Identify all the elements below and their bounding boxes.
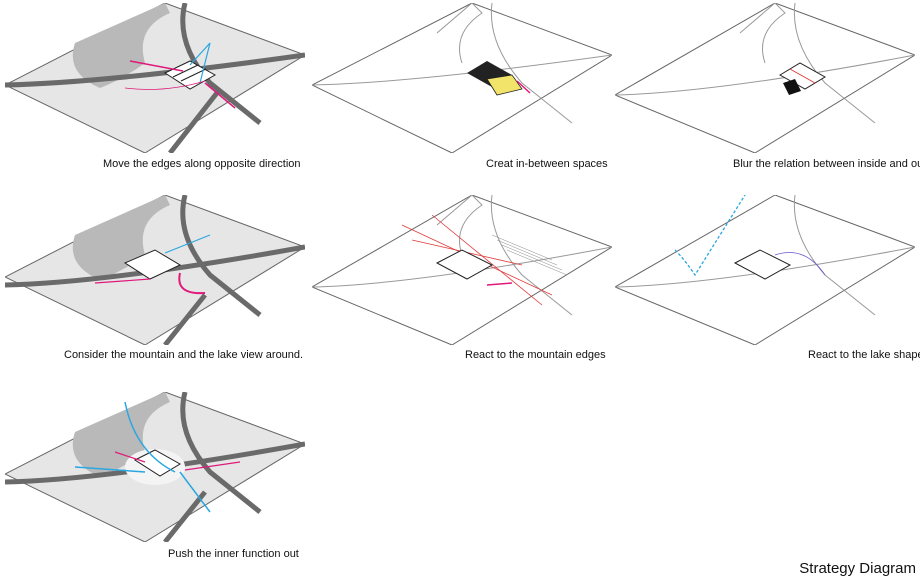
diagram-panel-4 bbox=[5, 195, 305, 345]
diagram-panel-2 bbox=[312, 3, 612, 153]
diagram-panel-1 bbox=[5, 3, 305, 153]
panel-1-caption: Move the edges along opposite direction bbox=[103, 158, 301, 170]
panel-5-caption: React to the mountain edges bbox=[465, 349, 606, 361]
panel-2-caption: Creat in-between spaces bbox=[486, 158, 608, 170]
diagram-panel-6 bbox=[615, 195, 915, 345]
panel-4-caption: Consider the mountain and the lake view … bbox=[64, 349, 304, 361]
panel-3-caption: Blur the relation between inside and out bbox=[733, 158, 920, 170]
page-title: Strategy Diagram bbox=[799, 560, 916, 577]
panel-6-caption: React to the lake shape bbox=[808, 349, 920, 361]
panel-7-caption: Push the inner function out bbox=[168, 548, 299, 560]
diagram-panel-5 bbox=[312, 195, 612, 345]
diagram-panel-7 bbox=[5, 392, 305, 542]
diagram-panel-3 bbox=[615, 3, 915, 153]
